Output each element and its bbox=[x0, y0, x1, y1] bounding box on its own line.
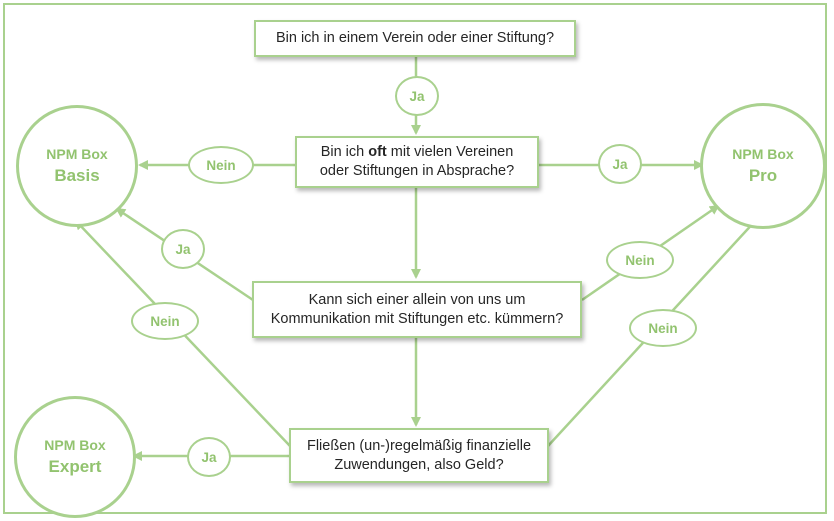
question-2-line1: Bin ich oft mit vielen Vereinen bbox=[320, 144, 514, 160]
answer-nein-q4-pro: Nein bbox=[629, 309, 697, 347]
answer-nein-q2-basis: Nein bbox=[188, 146, 254, 184]
question-3-box: Kann sich einer allein von uns um Kommun… bbox=[252, 281, 582, 338]
answer-nein-q4-basis: Nein bbox=[131, 302, 199, 340]
outcome-pro-line2: Pro bbox=[748, 166, 778, 185]
question-3-line1: Kann sich einer allein von uns um bbox=[308, 291, 526, 308]
diagram-frame bbox=[3, 3, 827, 514]
question-2-box: Bin ich oft mit vielen Vereinen oder Sti… bbox=[295, 136, 539, 188]
outcome-expert-line2: Expert bbox=[48, 457, 102, 476]
outcome-expert-line1: NPM Box bbox=[44, 437, 106, 453]
outcome-pro-circle: NPM Box Pro bbox=[700, 103, 826, 229]
question-2-line2: oder Stiftungen in Absprache? bbox=[319, 163, 515, 179]
answer-ja-q3-basis: Ja bbox=[161, 229, 205, 269]
question-3-line2: Kommunikation mit Stiftungen etc. kümmer… bbox=[270, 310, 564, 327]
outcome-basis-line2: Basis bbox=[54, 166, 100, 185]
answer-ja-q2-pro: Ja bbox=[598, 144, 642, 184]
question-1-text: Bin ich in einem Verein oder einer Stift… bbox=[275, 30, 555, 46]
outcome-basis-line1: NPM Box bbox=[46, 146, 108, 162]
outcome-expert-circle: NPM Box Expert bbox=[14, 396, 136, 518]
question-2-emphasis: oft bbox=[368, 144, 387, 160]
question-4-line1: Fließen (un-)regelmäßig finanzielle bbox=[306, 437, 532, 454]
answer-nein-q3-pro: Nein bbox=[606, 241, 674, 279]
answer-ja-q1: Ja bbox=[395, 76, 439, 116]
answer-ja-q4-expert: Ja bbox=[187, 437, 231, 477]
outcome-pro-line1: NPM Box bbox=[732, 146, 794, 162]
outcome-basis-circle: NPM Box Basis bbox=[16, 105, 138, 227]
question-4-box: Fließen (un-)regelmäßig finanzielle Zuwe… bbox=[289, 428, 549, 483]
question-4-line2: Zuwendungen, also Geld? bbox=[334, 456, 504, 473]
question-1-box: Bin ich in einem Verein oder einer Stift… bbox=[254, 20, 576, 57]
